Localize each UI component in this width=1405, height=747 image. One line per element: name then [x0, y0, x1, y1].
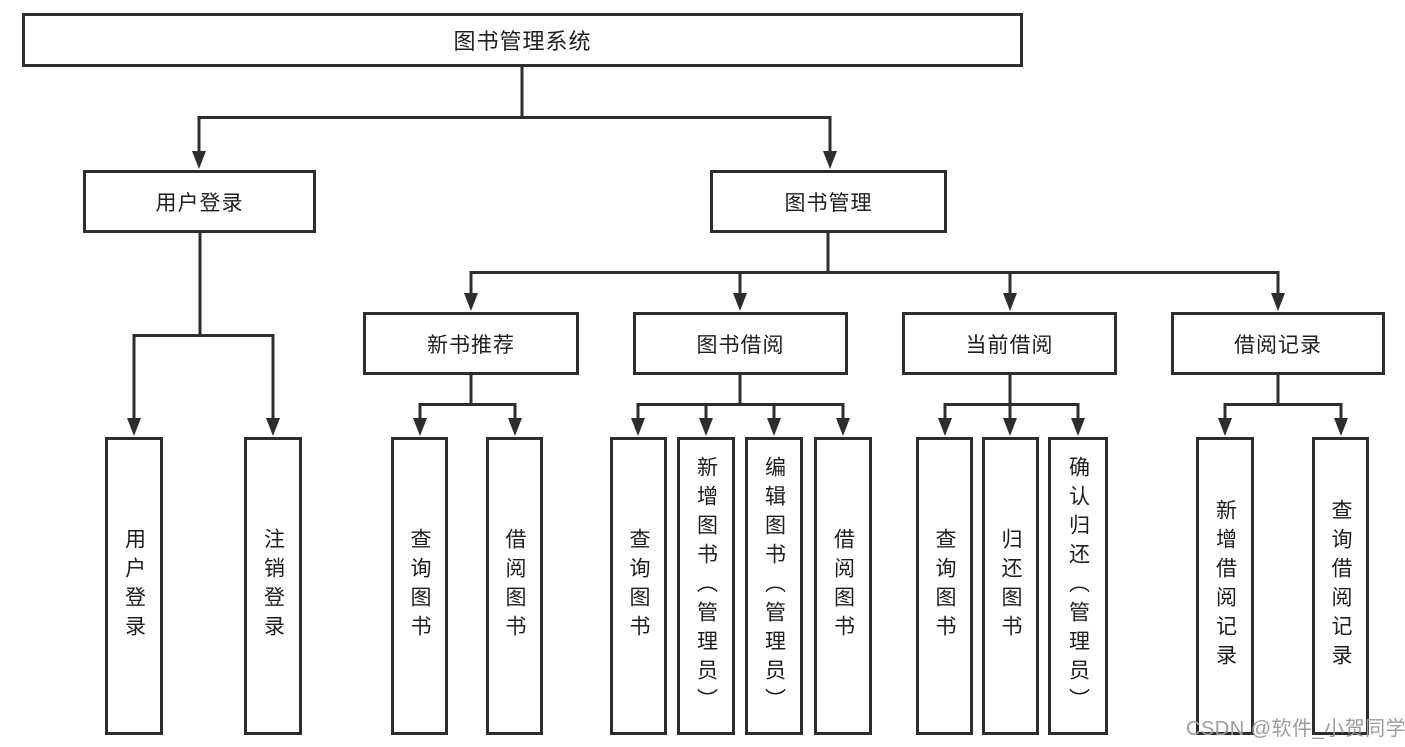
node-user-login: 用户登录	[83, 170, 316, 233]
arrowhead-icon	[767, 418, 781, 436]
arrowhead-icon	[192, 151, 206, 169]
node-label: 查询借阅记录	[1329, 499, 1352, 673]
connector-book-management-to-level3	[464, 233, 1285, 311]
arrowhead-icon	[1003, 418, 1017, 436]
connector-current-borrowing-to-leaves	[938, 375, 1085, 436]
arrowhead-icon	[631, 418, 645, 436]
node-label: 当前借阅	[965, 333, 1054, 357]
leaf-user-login: 用户登录	[105, 437, 163, 735]
node-book-borrowing: 图书借阅	[633, 312, 848, 375]
arrowhead-icon	[1334, 418, 1348, 436]
node-label: 查询图书	[408, 528, 431, 644]
node-borrowing-records: 借阅记录	[1171, 312, 1385, 375]
leaf-query-books-recommend: 查询图书	[391, 437, 448, 735]
node-label: 查询图书	[933, 528, 956, 644]
node-label: 归还图书	[999, 528, 1022, 644]
arrowhead-icon	[823, 151, 837, 169]
leaf-borrow-books-borrowing: 借阅图书	[814, 437, 872, 735]
node-label: 借阅记录	[1234, 333, 1322, 357]
arrowhead-icon	[1003, 293, 1017, 311]
leaf-add-books-admin: 新增图书（管理员）	[677, 437, 735, 735]
leaf-query-books-borrowing: 查询图书	[610, 437, 667, 735]
node-label: 编辑图书（管理员）	[762, 455, 786, 717]
node-label: 用户登录	[155, 191, 244, 215]
connector-borrowing-records-to-leaves	[1218, 375, 1348, 436]
connector-book-borrowing-to-leaves	[631, 375, 850, 436]
connector-root-to-level2	[192, 67, 837, 169]
arrowhead-icon	[413, 418, 427, 436]
leaf-confirm-return-admin: 确认归还（管理员）	[1048, 437, 1108, 735]
node-current-borrowing: 当前借阅	[902, 312, 1117, 375]
arrowhead-icon	[733, 293, 747, 311]
arrowhead-icon	[1218, 418, 1232, 436]
node-label: 新增图书（管理员）	[694, 455, 718, 717]
connector-user-login-to-leaves	[127, 233, 280, 436]
leaf-borrow-books-recommend: 借阅图书	[486, 437, 543, 735]
arrowhead-icon	[1071, 418, 1085, 436]
csdn-watermark: CSDN @软件_小贺同学	[1186, 718, 1405, 740]
arrowhead-icon	[266, 418, 280, 436]
leaf-query-borrow-record: 查询借阅记录	[1312, 437, 1369, 735]
leaf-add-borrow-record: 新增借阅记录	[1196, 437, 1254, 735]
node-label: 图书借阅	[696, 333, 785, 357]
node-book-management: 图书管理	[710, 170, 947, 233]
node-label: 用户登录	[122, 528, 146, 644]
arrowhead-icon	[699, 418, 713, 436]
arrowhead-icon	[1271, 293, 1285, 311]
leaf-query-books-current: 查询图书	[916, 437, 973, 735]
arrowhead-icon	[836, 418, 850, 436]
node-label: 图书管理	[784, 191, 873, 215]
arrowhead-icon	[508, 418, 522, 436]
node-label: 注销登录	[261, 528, 285, 644]
arrowhead-icon	[127, 418, 141, 436]
node-root-system: 图书管理系统	[22, 13, 1023, 67]
arrowhead-icon	[464, 293, 478, 311]
arrowhead-icon	[938, 418, 952, 436]
node-label: 确认归还（管理员）	[1066, 455, 1090, 717]
node-label: 借阅图书	[831, 528, 855, 644]
leaf-edit-books-admin: 编辑图书（管理员）	[745, 437, 803, 735]
node-label: 新书推荐	[427, 333, 515, 357]
node-label: 借阅图书	[503, 528, 526, 644]
leaf-logout: 注销登录	[244, 437, 302, 735]
node-label: 查询图书	[627, 528, 650, 644]
node-new-book-recommend: 新书推荐	[363, 312, 579, 375]
connector-new-book-recommend-to-leaves	[413, 375, 522, 436]
node-label: 新增借阅记录	[1213, 499, 1237, 673]
leaf-return-books: 归还图书	[982, 437, 1039, 735]
node-label: 图书管理系统	[453, 29, 592, 54]
